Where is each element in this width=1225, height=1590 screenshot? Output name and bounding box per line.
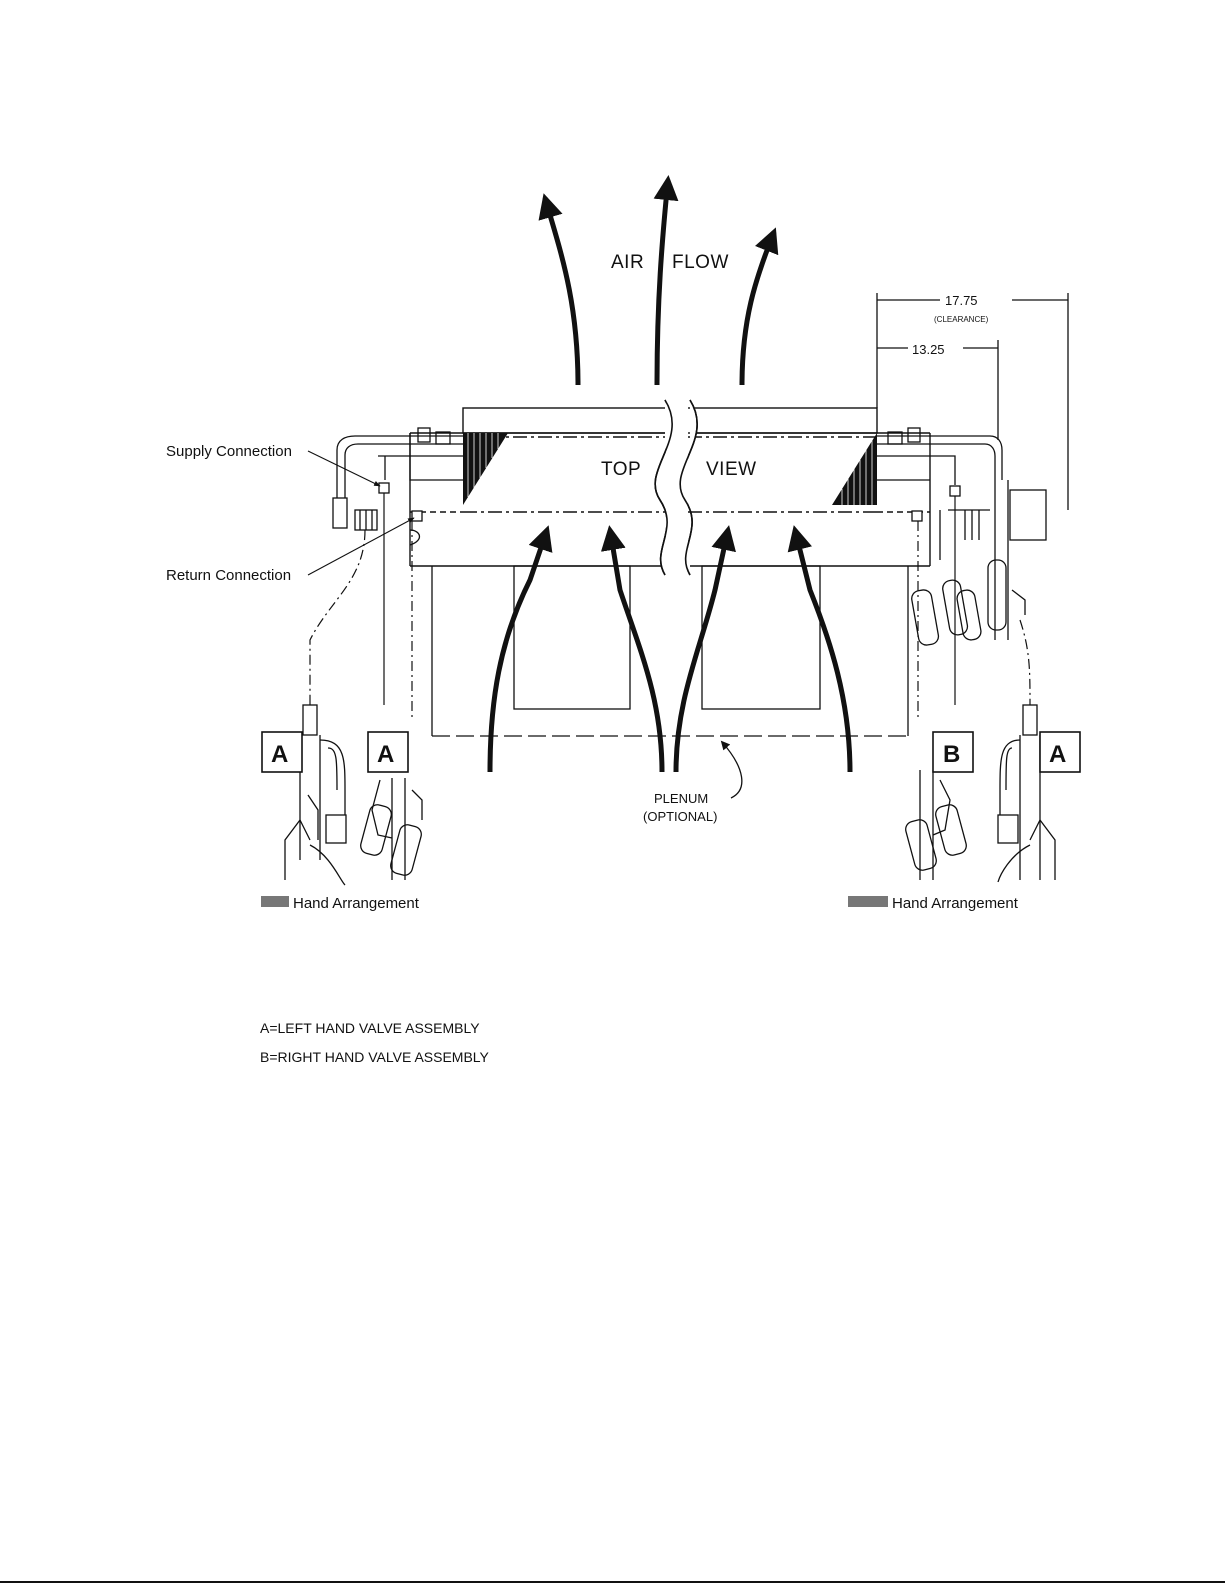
left-arrangement-smudge [261,896,289,907]
return-connection-label: Return Connection [166,567,291,584]
supply-connection-label: Supply Connection [166,443,292,460]
valve-box-left-outer-label: A [271,741,288,768]
air-flow-arrows [545,180,774,385]
air-flow-arrow-left [545,198,578,385]
dimension-clearance-note: (CLEARANCE) [934,315,989,324]
air-flow-label-air: AIR [611,252,644,273]
dimension-lines [877,293,1068,510]
valve-box-right-inner-label: B [943,741,960,768]
return-connection-fitting [412,511,422,521]
legend-item-b: B=RIGHT HAND VALVE ASSEMBLY [260,1049,490,1065]
legend-item-a: A=LEFT HAND VALVE ASSEMBLY [260,1020,480,1036]
right-valve-assembly-b [904,770,968,880]
valve-box-left-inner-label: A [377,741,394,768]
left-header-piping [333,428,463,545]
view-label-top: TOP [601,459,641,480]
coil-fins-right [832,433,877,505]
air-flow-arrow-center [657,180,668,385]
left-valve-assembly-2 [359,778,423,880]
right-arrangement-smudge [848,896,888,907]
supply-connection-fitting [379,483,389,493]
air-flow-arrow-right [742,232,774,385]
right-header-piping [877,428,1046,640]
air-flow-label-flow: FLOW [672,252,729,273]
right-drop-lines [918,496,1030,720]
plenum-label-line1: PLENUM [654,791,708,806]
left-arrangement-label: Hand Arrangement [293,895,420,912]
plenum-leader [722,742,742,798]
coil-fins-left [463,433,508,505]
view-label-view: VIEW [706,459,757,480]
right-arrangement-label: Hand Arrangement [892,895,1019,912]
dimension-inner-value: 13.25 [912,342,945,357]
dimension-clearance-value: 17.75 [945,293,978,308]
valve-box-right-outer-label: A [1049,741,1066,768]
plenum-label-line2: (OPTIONAL) [643,809,717,824]
